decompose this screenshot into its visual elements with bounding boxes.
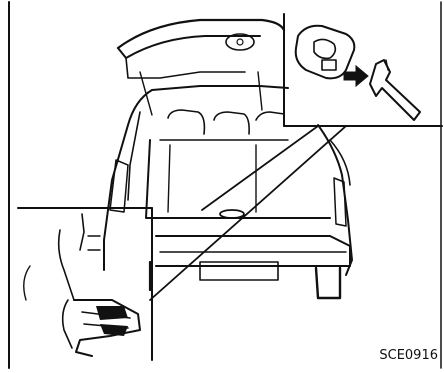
arrow-icon <box>344 66 368 86</box>
hand-icon <box>24 214 140 356</box>
opener-latch-icon <box>296 26 420 120</box>
detail-inset-top <box>284 14 442 126</box>
vehicle-rear-icon <box>104 20 352 298</box>
detail-inset-bottom <box>18 208 152 360</box>
figure-code-label: SCE0916 <box>379 348 438 363</box>
frame <box>9 2 441 368</box>
